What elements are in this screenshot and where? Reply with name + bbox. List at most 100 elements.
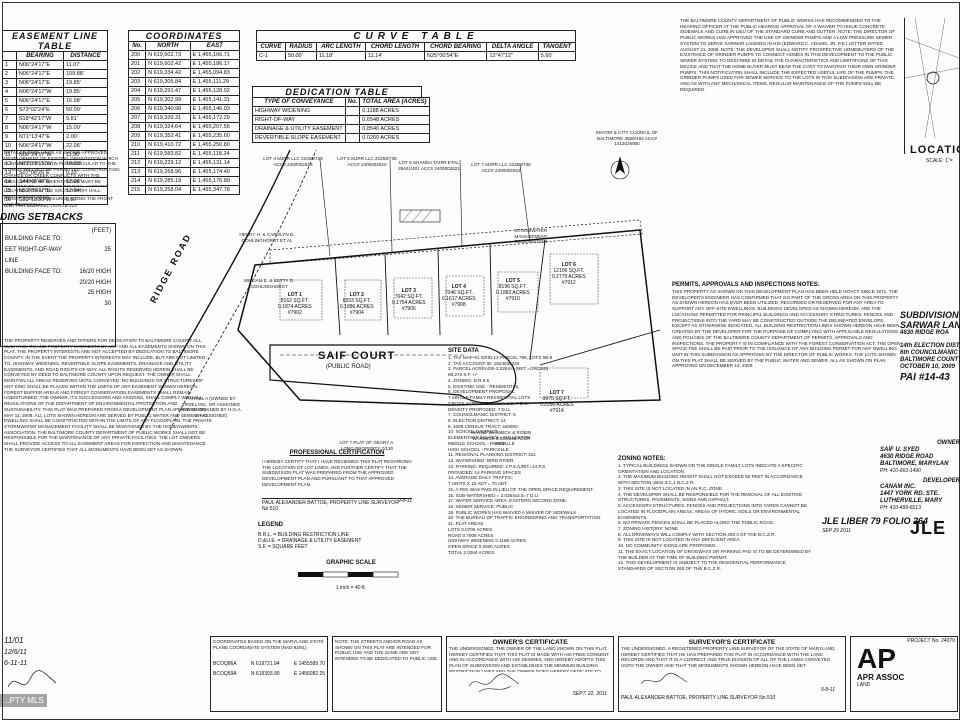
easement-header-cell: DISTANCE: [62, 51, 109, 61]
setbacks-box: (FEET) BUILDING FACE TO:EET RIGHT-OF-WAY…: [0, 223, 116, 347]
recording-date: SEP 29 2011: [822, 528, 851, 534]
subdivision-title: SUBDIVISION P: [900, 310, 960, 320]
owners-certificate: OWNER'S CERTIFICATE THE UNDERSIGNED, THE…: [446, 636, 614, 712]
streets-note-block: NOTE: THE STREETS AND/OR ROAD AS SHOWN O…: [332, 636, 442, 712]
easement-cell: 1: [2, 60, 17, 70]
coordinates-header-cell: NORTH: [145, 41, 191, 51]
owner-label: OWNER: [937, 440, 960, 446]
stamp-1: 11/01: [4, 636, 24, 645]
stamp-2: 12/6/11: [4, 649, 27, 656]
easement-cell: 19.85': [62, 87, 109, 97]
firm-block: PROJECT No. 24070 AP APR ASSOC LAND: [850, 636, 958, 712]
legend: LEGEND B.R.L. = BUILDING RESTRICTION LIN…: [258, 522, 378, 550]
easement-cell: N06°24'17"E: [15, 96, 64, 106]
coordinates-cell: 202: [127, 68, 147, 78]
coordinates-cell: N 619,602.42: [145, 59, 191, 69]
owner-name: SAIF U. SYED: [880, 446, 920, 453]
legend-item: B.R.L. = BUILDING RESTRICTION LINE: [258, 531, 349, 538]
lot-sqft: 9975 SQ.FT.: [542, 396, 571, 402]
easement-cell: 50.00': [62, 105, 109, 115]
owner-city: BALTIMORE, MARYLAN: [880, 460, 949, 467]
curve-header-cell: RADIUS: [284, 42, 317, 52]
lot-name: LOT 5: [505, 278, 520, 284]
dedication-cell: HIGHWAY WIDENING: [252, 106, 346, 116]
project-number: PROJECT No. 24070: [907, 638, 955, 644]
list-item: LINE: [5, 258, 111, 265]
easement-cell: 2: [2, 69, 17, 79]
lot-addr: #7910: [505, 296, 520, 302]
zoning-notes-text: 1. TYPICAL BUILDINGS SHOWN ON THE SINGLE…: [618, 462, 811, 572]
neighbor-label: LOT 5 MJRR LLC 22269/738 ACC# 2400002620: [337, 156, 397, 167]
list-item: BUILDING FACE TO:: [5, 236, 111, 243]
lot-addr: #7914: [549, 408, 564, 414]
graphic-scale-title: GRAPHIC SCALE: [326, 560, 376, 566]
dedication-cell: [344, 115, 361, 125]
legend-title: LEGEND: [258, 522, 284, 528]
coordinates-cell: 201: [127, 59, 147, 69]
lot-sqft: 8196 SQ.FT.: [498, 284, 527, 290]
location-scale: SCALE: 1"=: [926, 158, 953, 164]
county: BALTIMORE COUNTY, MA: [900, 356, 960, 363]
easement-cell: 4: [2, 87, 17, 97]
coordinates-cell: 205: [127, 95, 147, 105]
setback-value: 20/20 HIGH: [79, 279, 111, 286]
owner-address: 4630 RIDGE ROAD: [880, 453, 934, 460]
curve-cell: 12°47'12": [486, 51, 539, 61]
streets-note: NOTE: THE STREETS AND/OR ROAD AS SHOWN O…: [335, 639, 439, 662]
surveyor-cert-title: SURVEYOR'S CERTIFICATE: [688, 639, 776, 646]
record-v3: N 619393.90: [250, 671, 280, 677]
coordinates-cell: 200: [127, 50, 147, 60]
curve-cell: C-1: [256, 51, 286, 61]
easement-cell: 2.00': [62, 132, 109, 142]
lot-acres: 0.2290 ACRES: [540, 402, 574, 408]
councilmanic: 6th COUNCILMANIC: [900, 349, 958, 356]
site-data: SITE DATA 1. TAX MAP-81 GRID 12 PARCEL 7…: [448, 348, 610, 603]
legend-item: S.F. = SQUARE FEET: [258, 543, 308, 550]
professional-certification: PROFESSIONAL CERTIFICATION I HEREBY CERT…: [262, 450, 412, 512]
easement-cell: N06°24'17"E: [15, 60, 64, 70]
dedication-cell: 0.6548 ACRES: [359, 115, 430, 125]
located-note: LOCATED WITHIN THE SOUTH PERRY HALL-WHIT…: [4, 188, 102, 199]
lot-addr: #7904: [349, 310, 364, 316]
zoning-notes: ZONING NOTES: 1. TYPICAL BUILDINGS SHOWN…: [618, 456, 814, 633]
curve-header-cell: CURVE: [256, 42, 286, 52]
lot-name: LOT 3: [401, 288, 416, 294]
developer-address: 1447 YORK RD. STE.: [880, 491, 940, 498]
prof-cert-title: PROFESSIONAL CERTIFICATION: [289, 450, 385, 456]
lot-name: LOT 1: [287, 292, 302, 298]
lot-addr: #7908: [451, 302, 466, 308]
dedication-cell: 0.1188 ACRES: [359, 106, 430, 116]
easement-cell: 8: [2, 123, 17, 133]
right-top-notes: THE BALTIMORE COUNTY DEPARTMENT OF PUBLI…: [680, 18, 896, 92]
permits-notes: PERMITS, APPROVALS AND INSPECTIONS NOTES…: [672, 282, 902, 439]
lot-acres: 0.1886 ACRES: [340, 304, 374, 310]
lot-sqft: 12106 SQ.FT.: [553, 268, 585, 274]
curve-cell: 11.14': [364, 51, 426, 61]
easement-cell: 19.85': [62, 78, 109, 88]
setback-value: 16/20 HIGH: [79, 268, 111, 275]
approval-stamps: 11/01 12/6/11 6-11-11: [4, 636, 64, 714]
neighbor-label: LOT 6 SHANDA TAHIR ETAL 28441/401 ACC# 2…: [398, 160, 460, 171]
coordinates-cell: 207: [127, 113, 147, 123]
lot-name: LOT 4: [451, 284, 466, 290]
coordinates-cell: N 619,602.73: [145, 50, 191, 60]
lot-name: LOT 7: [549, 390, 564, 396]
owner-block: OWNER SAIF U. SYED 4630 RIDGE ROAD BALTI…: [880, 440, 960, 511]
easement-cell: S83°18'36"W: [15, 195, 64, 205]
easement-cell: N06°24'17"W: [15, 87, 64, 97]
setback-label: BUILDING FACE TO:: [5, 236, 63, 242]
lot-addr: #7912: [561, 280, 576, 286]
list-item: 25 HIGH: [5, 290, 111, 297]
